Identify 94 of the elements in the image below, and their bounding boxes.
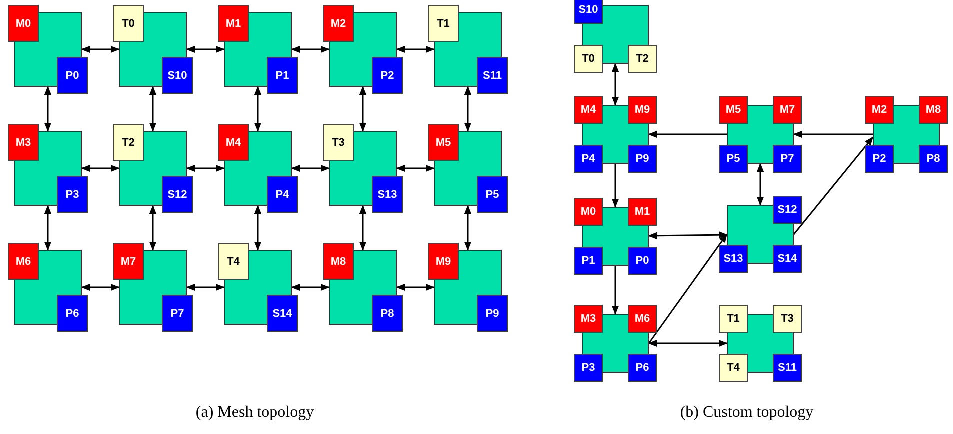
subfigure-caption: (b) Custom topology: [680, 404, 814, 422]
core-tag: S10: [162, 57, 193, 94]
core-tag: S11: [477, 57, 508, 94]
arrow: [612, 164, 620, 208]
core-tag: M0: [574, 198, 603, 226]
core-tag: M6: [628, 305, 657, 333]
core-tag: M8: [919, 96, 948, 124]
double-arrow: [44, 86, 52, 132]
double-arrow: [186, 284, 225, 292]
core-tag: M3: [574, 305, 603, 333]
double-arrow: [396, 284, 435, 292]
core-tag: P1: [574, 247, 603, 275]
double-arrow: [186, 46, 225, 54]
core-tag: M4: [574, 96, 603, 124]
core-tag: S14: [773, 245, 802, 273]
double-arrow: [291, 164, 330, 172]
subfigure-caption: (a) Mesh topology: [196, 404, 314, 422]
core-tag: M5: [428, 124, 459, 161]
core-tag: M9: [628, 96, 657, 124]
core-tag: P8: [372, 295, 403, 332]
core-tag: P2: [865, 145, 894, 173]
core-tag: S12: [162, 176, 193, 213]
core-tag: M7: [773, 96, 802, 124]
arrow: [648, 130, 727, 138]
arrow: [793, 130, 873, 138]
double-arrow: [291, 46, 330, 54]
core-tag: M4: [218, 124, 249, 161]
core-tag: P7: [773, 145, 802, 173]
core-tag: P9: [628, 145, 657, 173]
core-tag: P8: [919, 145, 948, 173]
core-tag: M0: [8, 5, 39, 42]
double-arrow: [149, 205, 157, 251]
core-tag: M6: [8, 243, 39, 280]
core-tag: S12: [773, 196, 802, 224]
double-arrow: [756, 163, 764, 206]
core-tag: M5: [719, 96, 748, 124]
core-tag: T0: [574, 45, 603, 73]
double-arrow: [291, 284, 330, 292]
core-tag: S14: [267, 295, 298, 332]
core-tag: T3: [773, 305, 802, 333]
core-tag: T2: [628, 45, 657, 73]
core-tag: P7: [162, 295, 193, 332]
core-tag: T4: [218, 243, 249, 280]
core-tag: P9: [477, 295, 508, 332]
core-tag: S13: [719, 245, 748, 273]
core-tag: M7: [113, 243, 144, 280]
core-tag: S13: [372, 176, 403, 213]
arrow: [612, 266, 620, 315]
core-tag: P3: [57, 176, 88, 213]
core-tag: P5: [719, 145, 748, 173]
double-arrow: [612, 63, 620, 106]
core-tag: T4: [719, 354, 748, 382]
double-arrow: [396, 46, 435, 54]
core-tag: P6: [628, 354, 657, 382]
core-tag: P2: [372, 57, 403, 94]
double-arrow: [648, 340, 728, 348]
core-tag: M2: [865, 96, 894, 124]
arrow: [648, 234, 728, 344]
core-tag: M1: [628, 198, 657, 226]
double-arrow: [464, 205, 472, 251]
core-tag: P0: [57, 57, 88, 94]
double-arrow: [81, 46, 120, 54]
double-arrow: [254, 205, 262, 251]
core-tag: M3: [8, 124, 39, 161]
core-tag: P4: [574, 145, 603, 173]
core-tag: M1: [218, 5, 249, 42]
core-tag: M2: [323, 5, 354, 42]
double-arrow: [254, 86, 262, 132]
core-tag: P5: [477, 176, 508, 213]
core-tag: T0: [113, 5, 144, 42]
core-tag: T2: [113, 124, 144, 161]
core-tag: M9: [428, 243, 459, 280]
double-arrow: [81, 164, 120, 172]
core-tag: T3: [323, 124, 354, 161]
double-arrow: [186, 164, 225, 172]
double-arrow: [44, 205, 52, 251]
double-arrow: [359, 86, 367, 132]
core-tag: T1: [428, 5, 459, 42]
core-tag: S10: [574, 0, 603, 24]
double-arrow: [359, 205, 367, 251]
core-tag: M8: [323, 243, 354, 280]
arrow: [793, 136, 874, 235]
core-tag: P1: [267, 57, 298, 94]
core-tag: P0: [628, 247, 657, 275]
double-arrow: [396, 164, 435, 172]
double-arrow: [648, 231, 728, 240]
double-arrow: [464, 86, 472, 132]
core-tag: S11: [773, 354, 802, 382]
double-arrow: [149, 86, 157, 132]
core-tag: P6: [57, 295, 88, 332]
core-tag: P3: [574, 354, 603, 382]
double-arrow: [81, 284, 120, 292]
core-tag: P4: [267, 176, 298, 213]
core-tag: T1: [719, 305, 748, 333]
